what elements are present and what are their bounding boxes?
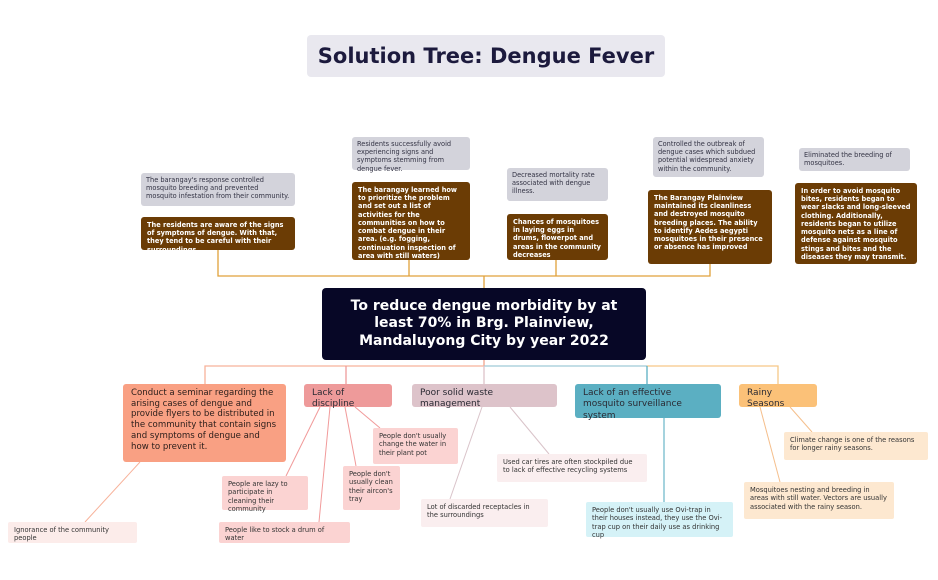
diagram-title: Solution Tree: Dengue Fever (307, 35, 665, 77)
result-node-1: The barangay's response controlled mosqu… (141, 173, 295, 206)
cause-climate-change: Climate change is one of the reasons for… (784, 432, 928, 460)
action-node-1: The residents are aware of the signs of … (141, 217, 295, 254)
result-node-2: Residents successfully avoid experiencin… (352, 137, 470, 173)
cause-used-tires: Used car tires are often stockpiled due … (497, 454, 647, 482)
cause-stock-drum: People like to stock a drum of water (219, 522, 350, 543)
cause-ignorance: Ignorance of the community people (8, 522, 137, 543)
action-node-3: Chances of mosquitoes in laying eggs in … (507, 214, 608, 260)
goal-node: To reduce dengue morbidity by at least 7… (322, 288, 646, 360)
action-node-5: In order to avoid mosquito bites, reside… (795, 183, 917, 264)
category-mosquito-surveillance: Lack of an effective mosquito surveillan… (575, 384, 721, 421)
cause-lazy-cleaning: People are lazy to participate in cleani… (222, 476, 308, 513)
result-node-3: Decreased mortality rate associated with… (507, 168, 608, 201)
category-rainy-seasons: Rainy Seasons (739, 384, 817, 409)
category-seminar: Conduct a seminar regarding the arising … (123, 384, 286, 462)
goal-text: To reduce dengue morbidity by at least 7… (350, 297, 618, 349)
category-lack-of-discipline: Lack of discipline (304, 384, 392, 409)
cause-plant-pot: People don't usually change the water in… (373, 428, 458, 464)
cause-discarded-receptacles: Lot of discarded receptacles in the surr… (421, 499, 548, 527)
action-node-4: The Barangay Plainview maintained its cl… (648, 190, 772, 264)
result-node-5: Eliminated the breeding of mosquitoes. (799, 148, 910, 171)
result-node-4: Controlled the outbreak of dengue cases … (653, 137, 764, 177)
cause-mosquito-nesting: Mosquitoes nesting and breeding in areas… (744, 482, 894, 519)
cause-ovitrap: People don't usually use Ovi-trap in the… (586, 502, 733, 539)
action-node-2: The barangay learned how to prioritize t… (352, 182, 470, 260)
cause-aircon-tray: People don't usually clean their aircon'… (343, 466, 400, 510)
category-poor-waste-management: Poor solid waste management (412, 384, 557, 409)
